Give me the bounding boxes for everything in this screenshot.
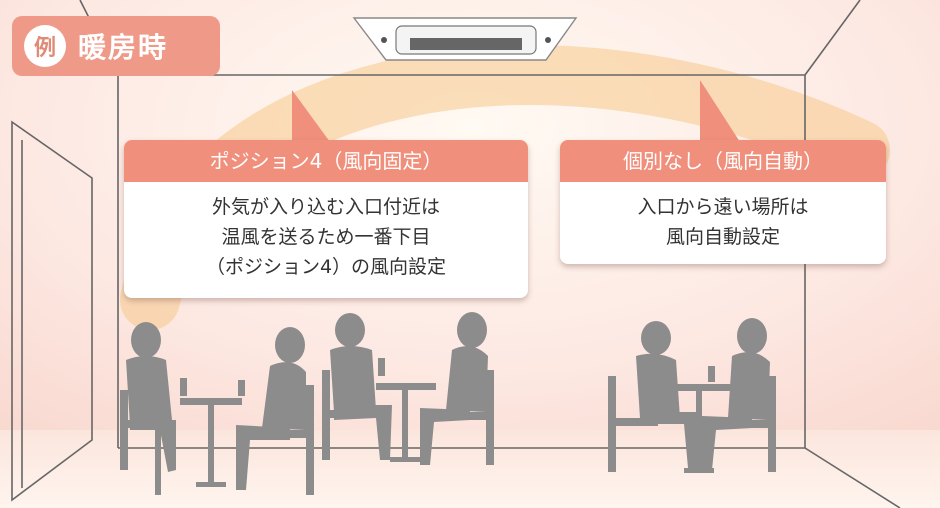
person-silhouette-icon [636,321,700,468]
callout-line: 入口から遠い場所は [637,196,809,218]
callout-body: 外気が入り込む入口付近は 温風を送るため一番下目 （ポジション4）の風向設定 [124,182,528,282]
callout-position-4: ポジション4（風向固定） 外気が入り込む入口付近は 温風を送るため一番下目 （ポ… [124,140,528,298]
example-tag: 例 暖房時 [12,16,220,76]
chair-icon [728,376,776,472]
person-silhouette-icon [420,312,488,465]
bubble-pointers [292,80,740,142]
cafe-table-icon [376,383,436,462]
cafe-table-icon [670,384,732,473]
chair-icon [120,390,165,495]
cup-icon [378,358,385,376]
cafe-table-icon [180,398,242,487]
person-silhouette-icon [330,313,392,460]
chair-icon [322,370,367,460]
example-label: 暖房時 [78,31,169,64]
customers-silhouettes [120,312,776,495]
callout-line: 外気が入り込む入口付近は [211,196,440,218]
ceiling-ac-unit-icon [352,17,578,61]
door-icon [11,120,93,502]
chair-icon [446,370,494,465]
callout-line: 温風を送るため一番下目 [221,226,431,248]
cup-icon [238,380,245,396]
cup-icon [180,378,187,396]
chair-icon [608,376,658,472]
person-silhouette-icon [702,318,770,470]
cup-icon [708,366,715,382]
person-silhouette-icon [126,322,176,472]
floor [0,430,940,508]
callout-title: ポジション4（風向固定） [124,140,528,182]
callout-line: （ポジション4）の風向設定 [205,256,447,278]
example-badge: 例 [24,25,66,67]
callout-auto-swing: 個別なし（風向自動） 入口から遠い場所は 風向自動設定 [560,140,886,264]
person-silhouette-icon [236,327,306,490]
chair-icon [262,385,314,495]
callout-title: 個別なし（風向自動） [560,140,886,182]
callout-line: 風向自動設定 [665,226,780,248]
callout-body: 入口から遠い場所は 風向自動設定 [560,182,886,252]
